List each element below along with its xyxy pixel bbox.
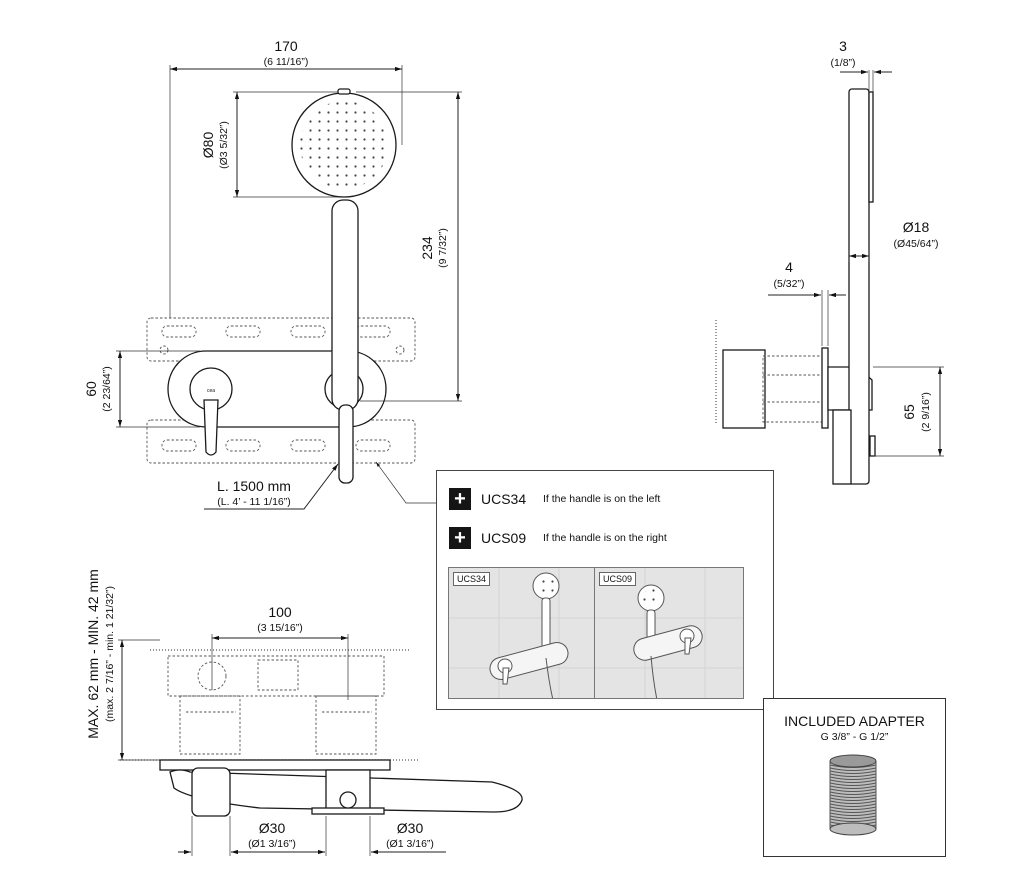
- dim-plate-height-mm: 60: [83, 381, 99, 397]
- dim-right-diameter-in: (Ø1 3/16”): [386, 838, 434, 850]
- dim-hose-length-in: (L. 4’ - 11 1/16”): [217, 496, 291, 508]
- legend-description: If the handle is on the left: [543, 493, 661, 505]
- thumbnail-ucs09-illustration: [595, 568, 743, 698]
- thumbnail-ucs34: UCS34: [448, 567, 598, 699]
- legend-code: UCS09: [481, 530, 527, 546]
- adapter-title: INCLUDED ADAPTER: [784, 713, 925, 729]
- dim-depth-range-in: (max. 2 7/16” - min. 1 21/32”): [104, 586, 116, 722]
- shower-handle: [331, 199, 359, 411]
- dim-handle-diameter-in: (Ø45/64”): [894, 238, 939, 250]
- dim-offset-in: (5/32”): [774, 278, 805, 290]
- thumbnail-ucs09: UCS09: [594, 567, 744, 699]
- dim-head-diameter-mm: Ø80: [200, 132, 216, 159]
- plus-icon: +: [449, 527, 471, 549]
- side-handle: [848, 88, 870, 485]
- adapter-thread: G 3/8” - G 1/2”: [820, 731, 889, 743]
- dim-hose-length-mm: L. 1500 mm: [217, 478, 291, 494]
- accessory-legend: + UCS34 If the handle is on the left + U…: [436, 470, 774, 710]
- dim-depth-in: (1/8”): [830, 57, 855, 69]
- side-view: 3 (1/8”) Ø18 (Ø45/64”) 4 (5/32”) 65 (2 9…: [715, 38, 944, 485]
- dim-spacing-mm: 100: [268, 604, 292, 620]
- thumbnail-label: UCS34: [453, 572, 491, 586]
- thumbnail-label: UCS09: [599, 572, 637, 586]
- dim-right-diameter-mm: Ø30: [397, 820, 424, 836]
- dim-width-mm: 170: [274, 38, 298, 54]
- legend-option-ucs09: + UCS09 If the handle is on the right: [449, 526, 667, 550]
- legend-option-ucs34: + UCS34 If the handle is on the left: [449, 487, 660, 511]
- dim-left-diameter-in: (Ø1 3/16”): [248, 838, 296, 850]
- dim-handle-diameter-mm: Ø18: [903, 219, 930, 235]
- included-adapter-box: INCLUDED ADAPTER G 3/8” - G 1/2”: [763, 698, 946, 857]
- dim-bracket-height-in: (2 9/16”): [920, 392, 932, 432]
- dim-left-diameter-mm: Ø30: [259, 820, 286, 836]
- dim-spacing-in: (3 15/16”): [257, 622, 303, 634]
- legend-description: If the handle is on the right: [543, 532, 667, 544]
- shower-hose-end: [338, 404, 354, 484]
- dim-head-diameter-in: (Ø3 5/32”): [218, 121, 230, 169]
- legend-code: UCS34: [481, 491, 527, 507]
- dim-bracket-height-mm: 65: [901, 404, 917, 420]
- svg-text:cea: cea: [207, 388, 215, 394]
- dim-plate-height-in: (2 23/64”): [101, 366, 113, 412]
- dim-depth-mm: 3: [839, 38, 847, 54]
- dim-offset-mm: 4: [785, 259, 793, 275]
- bottom-view: MAX. 62 mm - MIN. 42 mm (max. 2 7/16” - …: [85, 569, 523, 856]
- adapter-illustration: [829, 754, 877, 836]
- mixer-lever: [203, 399, 219, 456]
- dim-height-in: (9 7/32”): [437, 228, 449, 268]
- bottom-plate: [159, 759, 391, 771]
- plus-icon: +: [449, 488, 471, 510]
- dim-height-mm: 234: [419, 236, 435, 260]
- dim-width-in: (6 11/16”): [264, 56, 309, 68]
- front-view: cea 170 (6 11/16”) Ø80 (Ø3 5/32”) 234 (9…: [83, 38, 462, 510]
- thumbnail-ucs34-illustration: [449, 568, 597, 698]
- adapter-coil: [829, 754, 877, 836]
- dim-depth-range-mm: MAX. 62 mm - MIN. 42 mm: [85, 569, 101, 739]
